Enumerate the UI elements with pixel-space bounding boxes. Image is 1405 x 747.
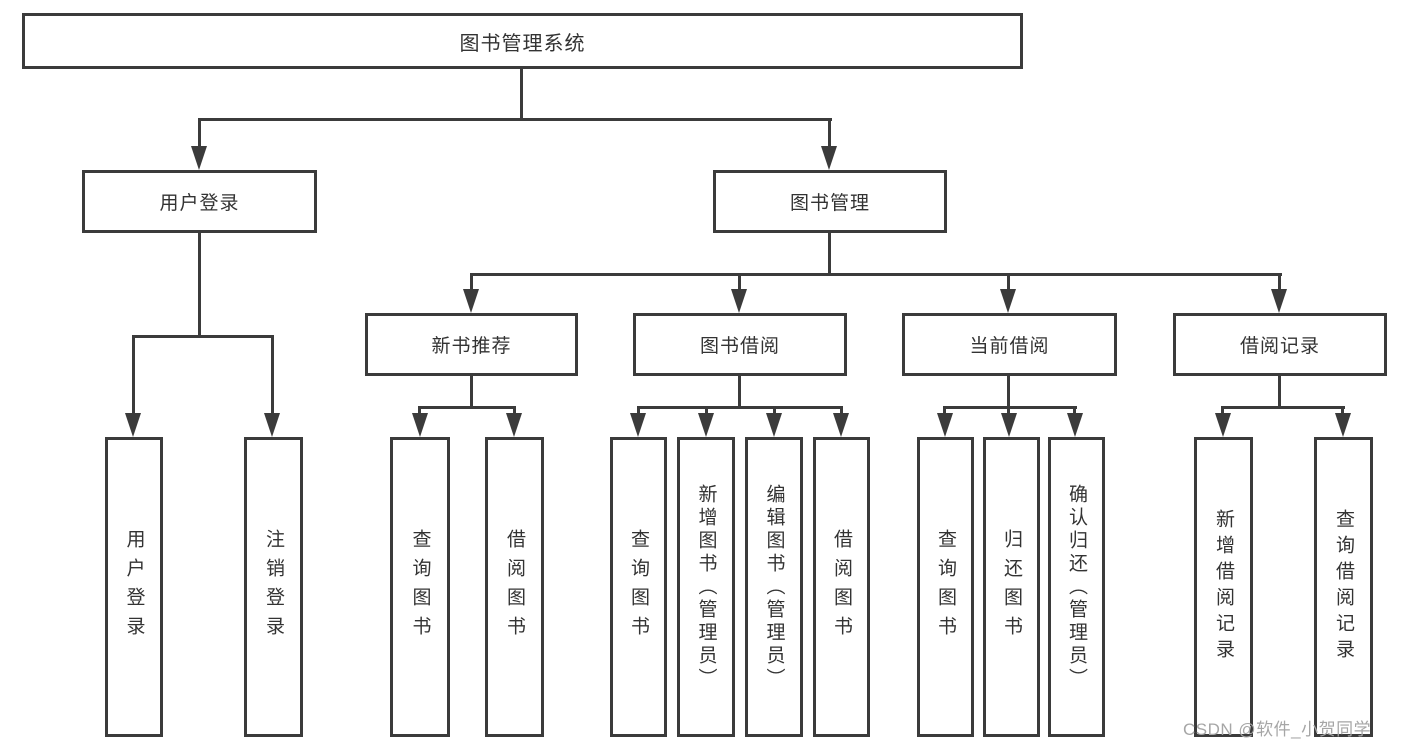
connector-stub-cb-confirm [1073,406,1076,416]
leaf-bb-query-books-label: 查询图书 [628,529,649,645]
connector-stub-bb-query [637,406,640,416]
arrow-leaf-login [125,413,141,437]
arrow-borrow-records [1271,289,1287,313]
node-current-borrowing-label: 当前借阅 [969,336,1050,357]
connector-stub-cb-return [1007,406,1010,416]
connector-stub-bb-edit [773,406,776,416]
arrow-book-mgmt [821,146,837,170]
arrow-nb-borrow [506,413,522,437]
connector-stub-leaf-login [132,335,135,415]
node-book-borrowing: 图书借阅 [633,313,847,376]
node-new-book-recommend-label: 新书推荐 [431,336,512,357]
node-book-management: 图书管理 [713,170,947,233]
node-user-login-label: 用户登录 [159,193,240,214]
leaf-nb-query-books-label: 查询图书 [409,529,431,645]
leaf-logout: 注销登录 [244,437,303,737]
arrow-new-book [463,289,479,313]
connector-stub-book-borrow [738,273,741,291]
node-new-book-recommend: 新书推荐 [365,313,578,376]
leaf-cb-return-books-label: 归还图书 [1001,529,1022,645]
connector-stub-book-mgmt [828,118,831,150]
arrow-br-query [1335,413,1351,437]
connector-borrow-records-branch [1221,406,1345,409]
node-book-management-label: 图书管理 [789,193,870,214]
arrow-book-borrow [731,289,747,313]
arrow-cb-confirm [1067,413,1083,437]
connector-book-borrow-drop [738,376,741,406]
arrow-bb-borrow [833,413,849,437]
node-borrowing-records-label: 借阅记录 [1239,336,1320,357]
connector-level3-branch [470,273,1282,276]
leaf-logout-label: 注销登录 [263,529,284,645]
connector-user-login-drop [198,233,201,335]
leaf-user-login-label: 用户登录 [123,529,145,645]
connector-stub-cb-query [943,406,946,416]
leaf-bb-borrow-books: 借阅图书 [813,437,870,737]
connector-book-mgmt-drop [828,233,831,273]
connector-stub-user-login [198,118,201,150]
arrow-bb-edit [766,413,782,437]
arrow-leaf-logout [264,413,280,437]
leaf-cb-confirm-return-admin: 确认归还（管理员） [1048,437,1105,737]
leaf-cb-return-books: 归还图书 [983,437,1040,737]
leaf-bb-borrow-books-label: 借阅图书 [831,529,852,645]
connector-stub-nb-query [418,406,421,416]
connector-new-book-branch [418,406,516,409]
connector-stub-new-book [470,273,473,291]
leaf-cb-confirm-return-admin-label: 确认归还（管理员） [1066,483,1087,691]
connector-stub-nb-borrow [513,406,516,416]
connector-current-borrow-branch [943,406,1077,409]
leaf-bb-edit-books-admin: 编辑图书（管理员） [745,437,803,737]
arrow-br-add [1215,413,1231,437]
arrow-bb-add [698,413,714,437]
connector-current-borrow-drop [1007,376,1010,406]
connector-stub-br-query [1341,406,1344,416]
node-root-library-system: 图书管理系统 [22,13,1023,69]
csdn-watermark: CSDN @软件_小贺同学 [1183,720,1372,739]
node-current-borrowing: 当前借阅 [902,313,1117,376]
connector-stub-borrow-records [1278,273,1281,291]
leaf-br-add-record-label: 新增借阅记录 [1213,509,1234,665]
arrow-cb-query [937,413,953,437]
leaf-br-query-record: 查询借阅记录 [1314,437,1373,737]
connector-stub-bb-add [705,406,708,416]
leaf-bb-query-books: 查询图书 [610,437,667,737]
leaf-nb-borrow-books: 借阅图书 [485,437,544,737]
leaf-cb-query-books: 查询图书 [917,437,974,737]
connector-level2-branch [198,118,832,121]
arrow-current-borrow [1000,289,1016,313]
connector-new-book-drop [470,376,473,406]
leaf-cb-query-books-label: 查询图书 [935,529,956,645]
leaf-bb-add-books-admin: 新增图书（管理员） [677,437,735,737]
leaf-br-add-record: 新增借阅记录 [1194,437,1253,737]
leaf-user-login: 用户登录 [105,437,163,737]
connector-stub-leaf-logout [271,335,274,415]
leaf-br-query-record-label: 查询借阅记录 [1333,509,1354,665]
node-user-login: 用户登录 [82,170,317,233]
connector-stub-br-add [1221,406,1224,416]
leaf-nb-borrow-books-label: 借阅图书 [504,529,525,645]
arrow-nb-query [412,413,428,437]
node-borrowing-records: 借阅记录 [1173,313,1387,376]
connector-stub-current-borrow [1007,273,1010,291]
arrow-cb-return [1001,413,1017,437]
arrow-user-login [191,146,207,170]
leaf-nb-query-books: 查询图书 [390,437,450,737]
leaf-bb-add-books-admin-label: 新增图书（管理员） [695,483,717,691]
connector-book-borrow-branch [637,406,843,409]
leaf-bb-edit-books-admin-label: 编辑图书（管理员） [763,483,785,691]
connector-root-drop [520,69,523,118]
node-book-borrowing-label: 图书借阅 [699,336,780,357]
connector-user-login-branch [132,335,274,338]
node-root-label: 图书管理系统 [459,32,586,55]
connector-stub-bb-borrow [840,406,843,416]
arrow-bb-query [630,413,646,437]
connector-borrow-records-drop [1278,376,1281,406]
